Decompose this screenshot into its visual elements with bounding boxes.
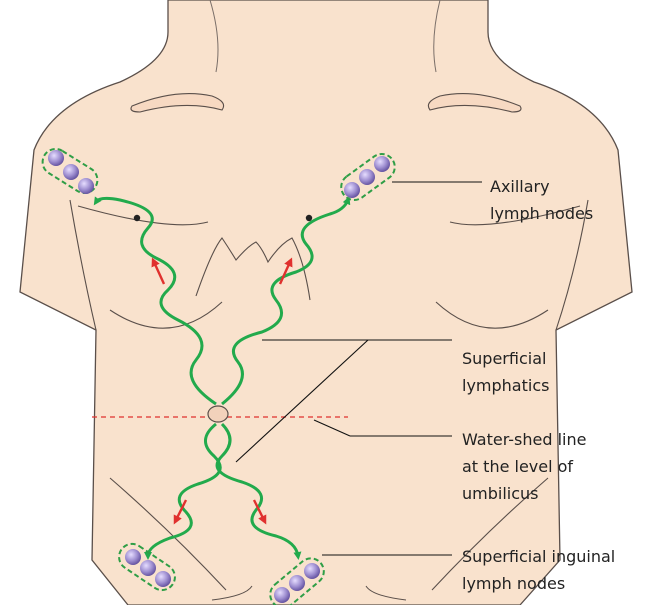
lymph-node-icon [155, 571, 171, 587]
lymph-node-icon [289, 575, 305, 591]
right-nipple-icon [306, 215, 312, 221]
lymph-node-icon [374, 156, 390, 172]
label-watershed: Water-shed line at the level of umbilicu… [462, 430, 592, 503]
lymph-node-icon [359, 169, 375, 185]
left-nipple-icon [134, 215, 140, 221]
lymph-node-icon [304, 563, 320, 579]
lymph-node-icon [125, 549, 141, 565]
lymph-node-icon [274, 587, 290, 603]
lymph-node-icon [63, 164, 79, 180]
torso [20, 0, 632, 605]
lymph-node-icon [48, 150, 64, 166]
lymph-node-icon [344, 182, 360, 198]
lymph-node-icon [78, 178, 94, 194]
umbilicus-icon [208, 406, 228, 422]
lymph-node-icon [140, 560, 156, 576]
